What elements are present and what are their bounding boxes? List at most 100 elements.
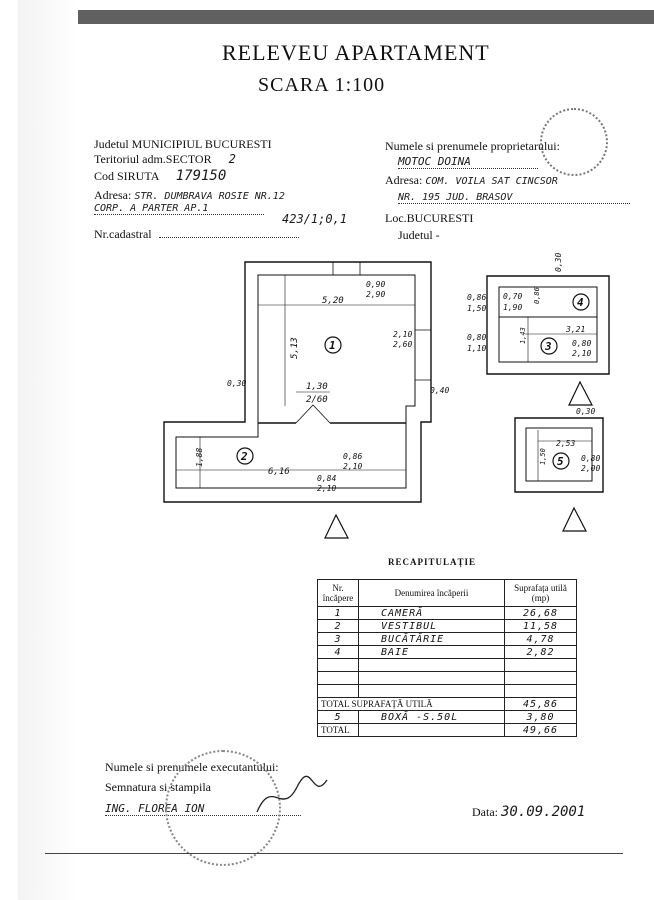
- data-value: 30.09.2001: [501, 804, 586, 820]
- document-scale: SCARA 1:100: [258, 74, 386, 96]
- geodesy-stamp: [540, 108, 608, 176]
- recap-total-value: 49,66: [504, 723, 577, 737]
- dim-210b: 2,10: [343, 462, 362, 471]
- table-row-empty: [317, 671, 577, 685]
- header-band: [75, 10, 654, 24]
- room4-circle: [572, 293, 590, 311]
- left-adresa-value-1: STR. DUMBRAVA ROSIE NR.12: [134, 191, 285, 202]
- judetul-row: Judetul MUNICIPIUL BUCURESTI: [94, 137, 272, 152]
- apartment-outer-wall: [163, 261, 432, 503]
- dim-210c: 2,10: [317, 484, 336, 493]
- dim-210a: 2,10: [393, 330, 412, 339]
- left-adresa-note: 423/1;0,1: [282, 212, 348, 226]
- right-judetul-label: Judetul -: [398, 228, 440, 242]
- teritoriul-row: Teritoriul adm.SECTOR 2: [94, 152, 236, 167]
- annex-dim-080a: 0,80: [467, 333, 486, 342]
- recap-col-nr: Nr. încăpere: [317, 579, 359, 607]
- cod-label: Cod SIRUTA: [94, 169, 159, 183]
- dim-084: 0,84: [317, 474, 336, 483]
- table-row: 2 VESTIBUL 11,58: [317, 619, 577, 633]
- table-row: 3 BUCĂTĂRIE 4,78: [317, 632, 577, 646]
- dim-290: 2,90: [366, 290, 385, 299]
- table-row: 4 BAIE 2,82: [317, 645, 577, 659]
- dim-086: 0,86: [343, 452, 362, 461]
- box-dim-080: 0,80: [581, 454, 600, 463]
- right-adresa-label: Adresa:: [385, 173, 423, 187]
- recap-area: 26,68: [504, 606, 577, 620]
- right-adresa-value-1: COM. VOILA SAT CINCSOR: [425, 176, 558, 187]
- left-adresa-value-2: CORP. A PARTER AP.1: [94, 203, 264, 215]
- annex-outer-wall: [486, 275, 610, 375]
- dim-040: 0,40: [430, 386, 449, 395]
- loc-label: Loc.: [385, 211, 407, 225]
- recap-table: Nr. încăpere Denumirea încăperii Suprafa…: [317, 579, 577, 737]
- floor-plan: 1 2 3 4 5 5,20 0,90 2,90 5,13 2,10 2,60 …: [163, 253, 610, 539]
- owner-value: MOTOC DOINA: [398, 155, 538, 169]
- window-right: [415, 329, 431, 381]
- dim-513: 5,13: [290, 337, 300, 359]
- recap-header-row: Nr. încăpere Denumirea încăperii Suprafa…: [317, 579, 577, 607]
- annex-dim-080b: 0,80: [572, 339, 591, 348]
- recap-total-label: TOTAL: [317, 723, 359, 737]
- annex-dim-080h: 0,86: [533, 287, 541, 304]
- left-page-edge: [18, 0, 78, 900]
- north-marker-main: [324, 513, 349, 539]
- table-row-empty: [317, 658, 577, 672]
- annex-dim-143: 1,43: [519, 327, 527, 344]
- room3-number: 3: [544, 340, 552, 353]
- dim-520: 5,20: [322, 296, 344, 306]
- judetul-value: MUNICIPIUL BUCURESTI: [131, 137, 272, 151]
- room5-circle: [552, 452, 570, 470]
- table-row: 1 CAMERĂ 26,68: [317, 606, 577, 620]
- recap-nr: 1: [317, 606, 359, 620]
- apartment-inner-wall: [175, 274, 416, 489]
- recap-name: CAMERĂ: [358, 606, 505, 620]
- judetul-label: Judetul: [94, 137, 129, 151]
- recap-total-util-value: 45,86: [504, 697, 577, 711]
- box-outer-wall: [514, 417, 604, 493]
- recap-col-area: Suprafața utilă (mp): [504, 579, 577, 607]
- recap-total-util-row: TOTAL SUPRAFAȚĂ UTILĂ 45,86: [317, 697, 577, 711]
- left-adresa-label: Adresa:: [94, 188, 132, 202]
- room2-number: 2: [240, 450, 248, 463]
- cod-row: Cod SIRUTA 179150: [94, 168, 226, 184]
- room5-number: 5: [557, 455, 564, 468]
- recap-box-area: 3,80: [504, 710, 577, 724]
- executant-stamp: [165, 750, 281, 866]
- recap-area: 2,82: [504, 645, 577, 659]
- right-adresa-row: Adresa: COM. VOILA SAT CINCSOR: [385, 173, 558, 188]
- room4-number: 4: [577, 296, 584, 309]
- box-dim-253: 2,53: [556, 439, 575, 448]
- annex-dim-321: 3,21: [565, 325, 585, 334]
- annex-dim-190: 1,90: [503, 303, 522, 312]
- dim-616: 6,16: [268, 467, 290, 477]
- recap-box-nr: 5: [317, 710, 359, 724]
- dim-260b: 2/60: [306, 395, 328, 405]
- annex-inner-wall: [498, 286, 598, 363]
- cadastral-dots: [158, 237, 299, 238]
- dim-260a: 2,60: [393, 340, 412, 349]
- recap-name: BUCĂTĂRIE: [358, 632, 505, 646]
- signature-mark: [256, 775, 328, 813]
- recap-box-row: 5 BOXĂ -S.50L 3,80: [317, 710, 577, 724]
- recap-title: RECAPITULAȚIE: [388, 557, 477, 567]
- left-adresa-row: Adresa: STR. DUMBRAVA ROSIE NR.12: [94, 188, 285, 203]
- room1-circle: [324, 336, 342, 354]
- annex-dim-086: 0,86: [467, 293, 486, 302]
- recap-area: 4,78: [504, 632, 577, 646]
- recap-area: 11,58: [504, 619, 577, 633]
- annex-dim-150: 1,50: [467, 304, 486, 313]
- data-label: Data:: [472, 805, 498, 819]
- recap-box-name: BOXĂ -S.50L: [358, 710, 505, 724]
- recap-name: VESTIBUL: [358, 619, 505, 633]
- annex-dim-030top: 0,30: [554, 253, 563, 272]
- recap-name: BAIE: [358, 645, 505, 659]
- dim-030: 0,30: [227, 379, 246, 388]
- recap-nr: 3: [317, 632, 359, 646]
- annex-dim-070: 0,70: [503, 292, 522, 301]
- table-row-empty: [317, 684, 577, 698]
- box-dim-150-label: 1,50: [539, 448, 547, 465]
- recap-nr: 4: [317, 645, 359, 659]
- right-adresa-value-2: NR. 195 JUD. BRASOV: [398, 192, 630, 204]
- cod-value: 179150: [175, 168, 227, 184]
